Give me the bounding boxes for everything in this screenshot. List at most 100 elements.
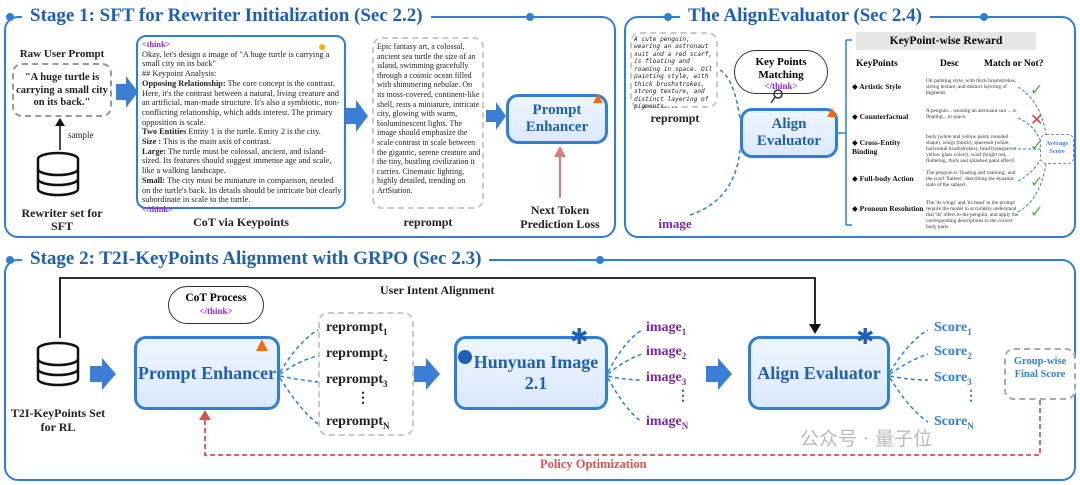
col-keypoints: KeyPoints [856, 59, 898, 69]
evaluator-snowflake-icon: ✱ [856, 324, 875, 349]
raw-prompt-box [12, 63, 112, 117]
keypoint-name: ◆ Pronoun Resolution [852, 204, 924, 213]
user-intent-label: User Intent Alignment [380, 283, 495, 297]
align-evaluator-title: The AlignEvaluator (Sec 2.4) [680, 5, 930, 27]
cot-line-heading: Two Entities [142, 127, 187, 137]
col-match: Match or Not? [984, 59, 1044, 69]
image-item: image3 [646, 370, 687, 387]
cot-line: Size : This is the main axis of contrast… [142, 137, 272, 147]
image-item-index: N [681, 420, 689, 431]
image-item: image1 [646, 320, 687, 337]
stage1-title-dot-right [526, 13, 534, 21]
ae-align-evaluator[interactable]: Align Evaluator [740, 108, 838, 158]
cot-line: <think> [142, 40, 171, 49]
stage2-align-evaluator[interactable]: Align Evaluator [748, 336, 890, 410]
score-item: Score3 [934, 370, 972, 387]
col-desc: Desc [940, 59, 959, 69]
hunyuan-image[interactable]: Hunyuan Image 2.1 [454, 336, 608, 410]
cot-content: <think>Okay, let's design a image of "A … [142, 40, 342, 215]
reprompt-item-index: 3 [383, 378, 388, 389]
ae-input-box [630, 32, 718, 108]
image-item-index: 2 [681, 350, 687, 361]
ae-image-label: image [658, 216, 692, 231]
raw-prompt-label: Raw User Prompt [19, 48, 105, 60]
cross-icon: ✕ [1030, 110, 1044, 129]
cot-line: </think> [142, 204, 173, 214]
reprompt-item: repromptN [326, 414, 390, 431]
keypoint-desc: Oil painting style, with thick brushstro… [926, 78, 1017, 97]
groupwise-label: Group-wise Final Score [1013, 356, 1067, 380]
rewriter-set-label: Rewriter set for SFT [21, 206, 103, 234]
cot-line: Opposing Relationship: The core concept … [142, 78, 340, 127]
keypoint-desc: body (white and yellow paint, rounded sh… [926, 134, 1017, 165]
cot-line: Okay, let's design a image of "A huge tu… [142, 49, 330, 69]
sample-label: sample [68, 130, 94, 140]
stage2-prompt-enhancer[interactable]: Prompt Enhancer [134, 336, 280, 410]
reprompt-box [372, 37, 484, 209]
keypoints-cloud: Key Points Matching </think> [734, 50, 828, 94]
keypoint-desc: The 'its wings' and 'its head' in the pr… [926, 200, 1019, 231]
stage2-title-dot-left [6, 256, 14, 264]
cot-line: Large: The turtle must be colossal, anci… [142, 146, 332, 176]
cloud-line2: Matching [758, 68, 804, 81]
ellipsis: ⋮ [676, 389, 690, 404]
reprompt-item: reprompt2 [326, 346, 388, 363]
groupwise-box [1004, 348, 1076, 400]
reprompt-content: Epic fantasy art, a colossal, ancient se… [377, 42, 481, 195]
ae-input-text: A cute penguin, wearing an astronaut sui… [634, 36, 713, 110]
cot-line: Two Entities Entity 1 is the turtle. Ent… [142, 127, 321, 137]
ae-reprompt-label: reprompt [650, 111, 700, 125]
check-icon: ✓ [1030, 172, 1044, 191]
reprompt-item: reprompt1 [326, 320, 388, 337]
rl-set-label: T2I-KeyPoints Set for RL [10, 406, 106, 434]
score-item-index: N [967, 420, 974, 431]
score-item: Score2 [934, 344, 972, 361]
check-icon: ✓ [1030, 202, 1044, 221]
score-item-index: 1 [967, 326, 972, 337]
cot-line: Small: The city must be miniature in com… [142, 175, 342, 205]
hunyuan-label: Hunyuan Image 2.1 [473, 352, 599, 393]
stage2-fire-icon: ▲ [252, 334, 272, 356]
score-item: Score1 [934, 320, 972, 337]
ntp-label: Next Token Prediction Loss [520, 203, 600, 232]
snowflake-icon: ✱ [570, 324, 589, 349]
stage2-evaluator-label: Align Evaluator [757, 362, 881, 383]
ae-fire-icon: ▲ [824, 104, 840, 121]
cloud-think: </think> [764, 81, 798, 92]
stage2-enhancer-label: Prompt Enhancer [137, 362, 277, 383]
score-item-index: 3 [967, 376, 972, 387]
cot-process-cloud: CoT Process </think> [168, 286, 264, 324]
stage2-title-dot-right [596, 256, 604, 264]
cot-line-heading: Small: [142, 175, 166, 185]
reprompt-item-index: 1 [383, 326, 388, 337]
image-item: imageN [646, 414, 689, 431]
stage1-prompt-enhancer[interactable]: Prompt Enhancer [506, 94, 608, 144]
keypoint-desc: The penguin is 'floating and roaming', a… [926, 170, 1016, 189]
image-item: image2 [646, 344, 687, 361]
reprompts-box [318, 312, 414, 436]
score-item-index: 2 [967, 350, 972, 361]
reward-header: KeyPoint-wise Reward [856, 32, 1036, 50]
cot-line: ## Keypoint Analysis: [142, 69, 217, 79]
keypoint-name: ◆ Full-body Action [852, 174, 914, 183]
cot-process-think: </think> [199, 305, 233, 316]
reprompt-item-index: N [383, 420, 390, 431]
image-item-index: 1 [681, 326, 687, 337]
fire-icon: ▲ [590, 90, 606, 107]
keypoint-name: ◆ Artistic Style [852, 82, 902, 91]
ellipsis: ⋮ [964, 389, 978, 404]
hunyuan-logo-icon [458, 350, 472, 364]
stage1-enhancer-label: Prompt Enhancer [525, 101, 589, 135]
ae-title-dot-left [664, 13, 672, 21]
average-score: Average Score [1040, 134, 1074, 164]
score-item: ScoreN [934, 414, 974, 431]
ae-evaluator-label: Align Evaluator [756, 115, 822, 149]
stage2-title: Stage 2: T2I-KeyPoints Alignment with GR… [22, 248, 490, 270]
stage1-title: Stage 1: SFT for Rewriter Initialization… [22, 5, 431, 27]
cot-line-heading: Opposing Relationship: [142, 78, 226, 88]
cot-box [136, 35, 346, 209]
image-item-index: 3 [681, 376, 687, 387]
ae-title-dot-right [980, 13, 988, 21]
ellipsis: ⋮ [356, 391, 370, 406]
raw-prompt-text: "A huge turtle is carrying a small city … [16, 72, 108, 109]
